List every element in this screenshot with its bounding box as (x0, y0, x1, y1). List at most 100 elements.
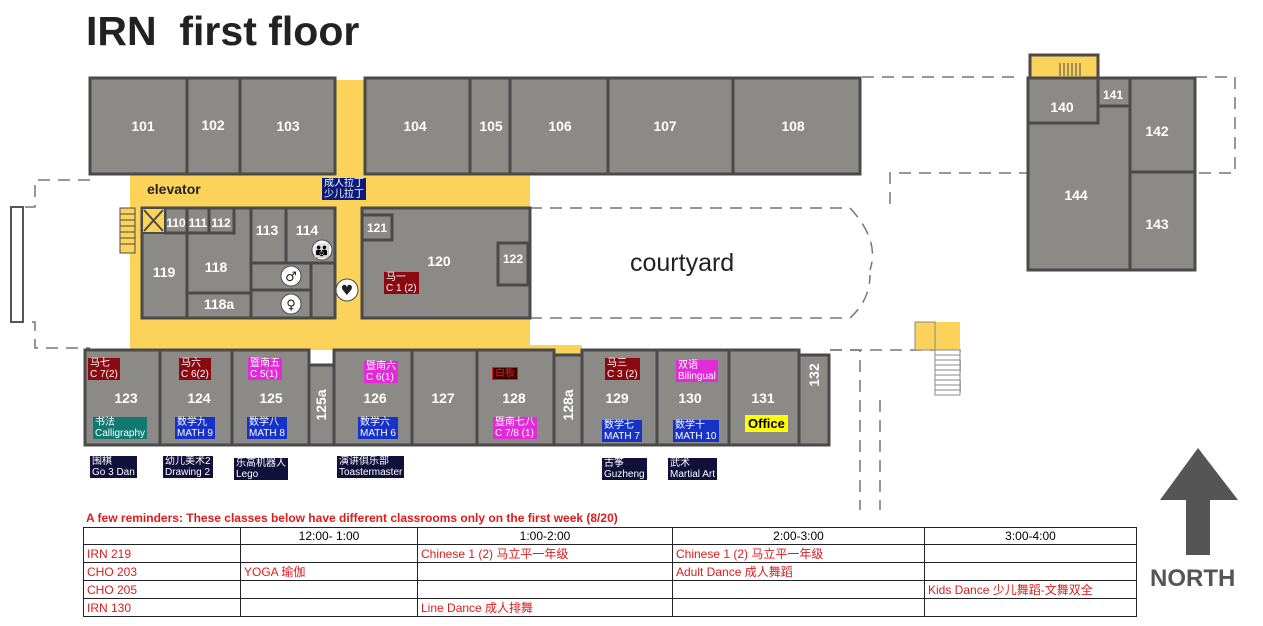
table-cell: CHO 205 (83, 580, 241, 599)
header-cell: 2:00-3:00 (672, 527, 925, 545)
table-cell (924, 562, 1137, 581)
reminder-text: A few reminders: These classes below hav… (86, 511, 618, 525)
room-129: 129 (605, 390, 629, 406)
table-cell: IRN 219 (83, 544, 241, 563)
table-cell: IRN 130 (83, 598, 241, 617)
room-126: 126 (363, 390, 387, 406)
table-row: CHO 205 Kids Dance 少儿舞蹈-文舞双全 (83, 580, 1137, 599)
room-140: 140 (1050, 99, 1074, 115)
office-label: Office (745, 415, 788, 432)
table-cell: Kids Dance 少儿舞蹈-文舞双全 (924, 580, 1137, 599)
room-110: 110 (166, 216, 186, 230)
latin-dance-label: 成人拉丁少儿拉丁 (322, 178, 366, 200)
restroom-family-icon: 👪 (314, 243, 330, 259)
table-cell: Line Dance 成人排舞 (417, 598, 673, 617)
room-104: 104 (403, 118, 427, 134)
elevator-label: elevator (147, 181, 201, 197)
schedule-table: 12:00- 1:00 1:00-2:00 2:00-3:00 3:00-4:0… (83, 527, 1137, 617)
room-121: 121 (367, 221, 387, 235)
table-cell (417, 562, 673, 581)
entrance-door (10, 206, 24, 323)
table-row: CHO 203 YOGA 瑜伽 Adult Dance 成人舞蹈 (83, 562, 1137, 581)
header-cell: 12:00- 1:00 (240, 527, 418, 545)
north-wing (88, 76, 862, 176)
stairs-west (119, 207, 136, 254)
room-122: 122 (503, 252, 523, 266)
room-125: 125 (259, 390, 283, 406)
table-cell (240, 544, 418, 563)
table-cell (924, 544, 1137, 563)
room-132: 132 (806, 363, 822, 387)
table-cell (240, 580, 418, 599)
north-arrow-icon (1160, 448, 1238, 555)
table-cell: CHO 203 (83, 562, 241, 581)
room-103: 103 (276, 118, 300, 134)
room-144: 144 (1064, 187, 1088, 203)
restroom-women-icon: ♀ (286, 298, 296, 313)
room-123: 123 (114, 390, 138, 406)
room-numbers-rotated: 125a 128a 132 (313, 363, 822, 420)
room-124: 124 (187, 390, 211, 406)
table-cell (672, 580, 925, 599)
room-108: 108 (781, 118, 805, 134)
room-125a: 125a (313, 389, 329, 420)
table-cell (924, 598, 1137, 617)
room-130: 130 (678, 390, 702, 406)
aed-heart-icon: ♥ (341, 283, 354, 299)
stairs-east (1059, 63, 1081, 76)
table-cell (672, 598, 925, 617)
restroom-men-icon: ♂ (285, 270, 297, 285)
room-102: 102 (201, 117, 225, 133)
room-101: 101 (131, 118, 155, 134)
north-label: NORTH (1150, 565, 1236, 592)
table-row: IRN 130 Line Dance 成人排舞 (83, 598, 1137, 617)
courtyard-label: courtyard (630, 249, 734, 277)
room-120: 120 (427, 253, 451, 269)
room-118a: 118a (204, 296, 235, 312)
page-title: IRN first floor (86, 8, 360, 54)
table-cell (240, 598, 418, 617)
room-143: 143 (1145, 216, 1169, 232)
room-127: 127 (431, 390, 455, 406)
room-128-top-class: 白板 (492, 367, 518, 380)
table-row: IRN 219 Chinese 1 (2) 马立平一年级 Chinese 1 (… (83, 544, 1137, 563)
room-128: 128 (502, 390, 526, 406)
east-building (1026, 76, 1197, 272)
room-128a: 128a (560, 389, 576, 420)
table-cell: Adult Dance 成人舞蹈 (672, 562, 925, 581)
stairs-south (914, 321, 961, 396)
central-block (140, 206, 532, 320)
restroom-icons: 👪 ♂ ♀ ♥ (280, 239, 359, 315)
header-cell: 3:00-4:00 (924, 527, 1137, 545)
room-141: 141 (1103, 88, 1123, 102)
room-119: 119 (153, 264, 176, 280)
table-cell (417, 580, 673, 599)
room-118: 118 (205, 259, 228, 275)
table-cell: YOGA 瑜伽 (240, 562, 418, 581)
table-header-row: 12:00- 1:00 1:00-2:00 2:00-3:00 3:00-4:0… (83, 527, 1137, 545)
room-131: 131 (751, 390, 775, 406)
header-cell: 1:00-2:00 (417, 527, 673, 545)
room-111: 111 (189, 216, 208, 230)
